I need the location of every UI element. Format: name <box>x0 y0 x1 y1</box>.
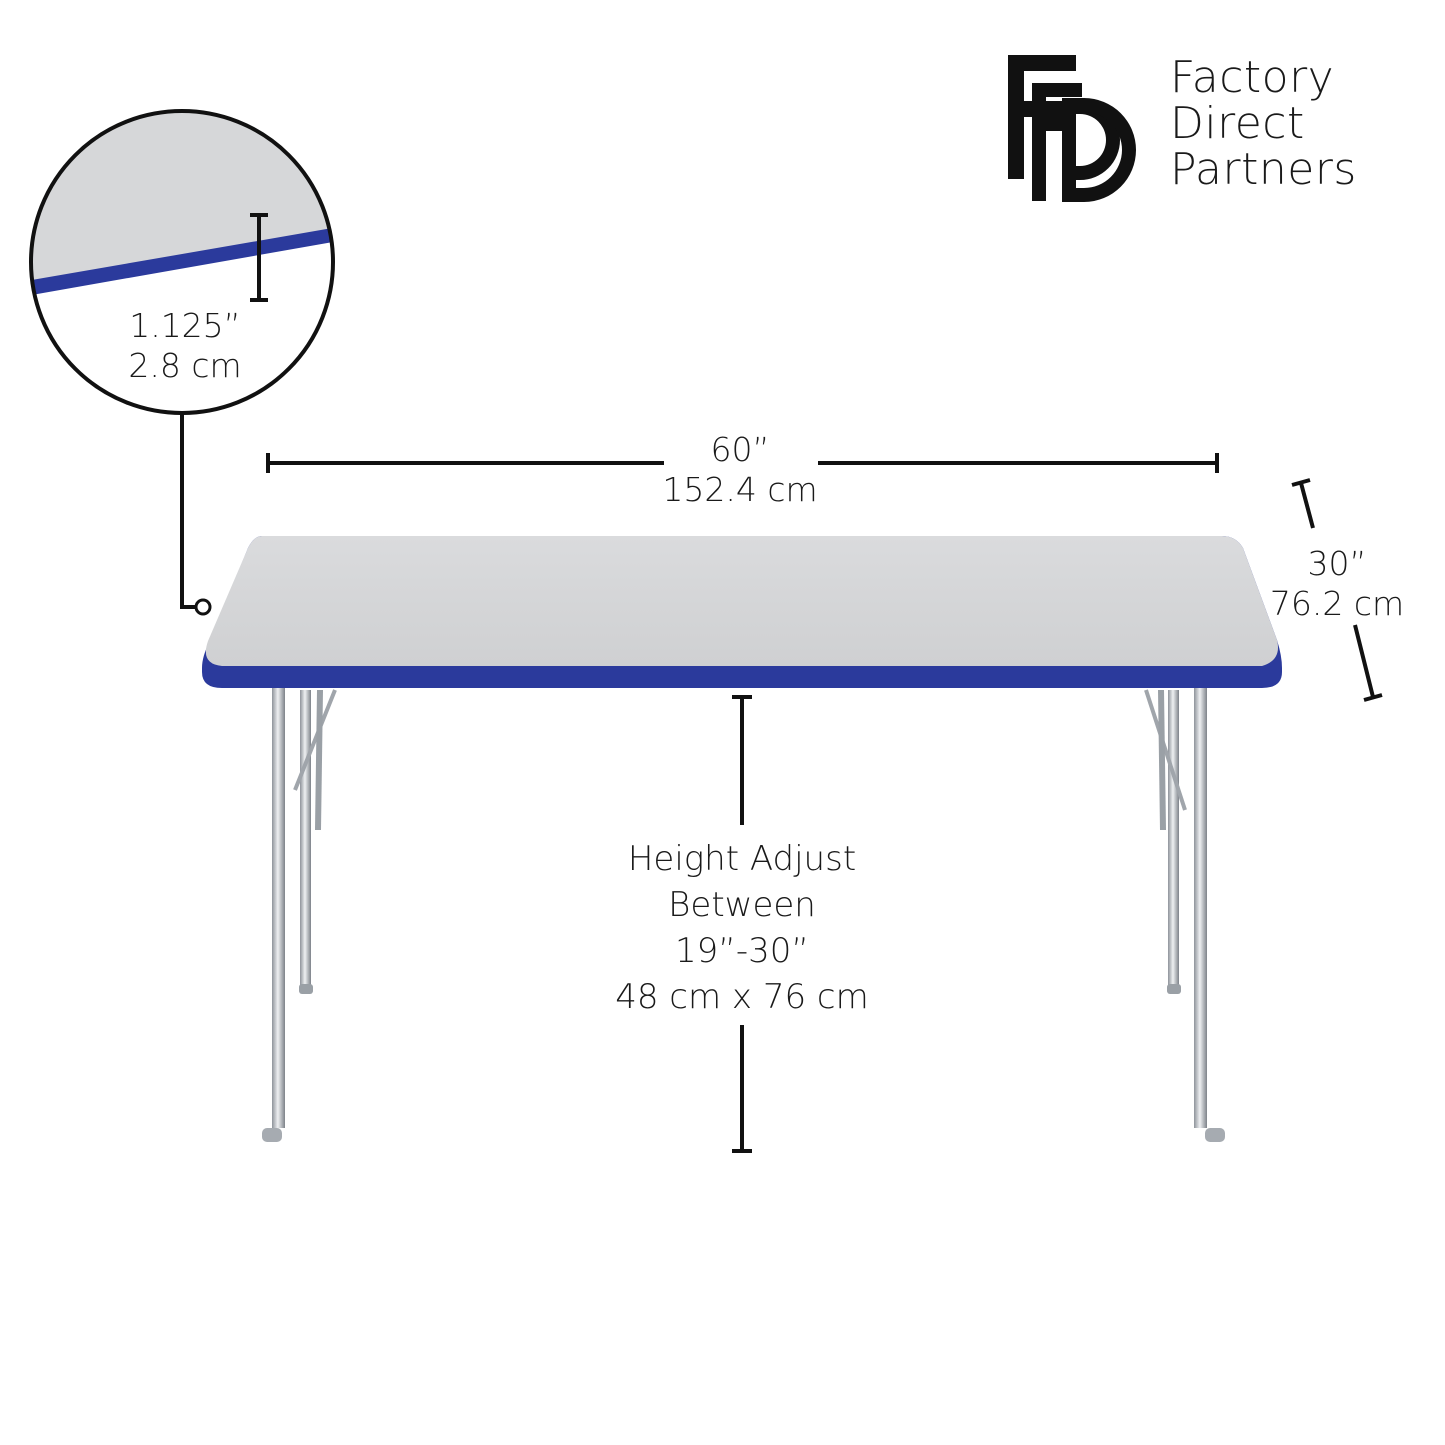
brand-name: Factory Direct Partners <box>1170 55 1357 193</box>
width-label: 60” 152.4 cm <box>640 430 840 509</box>
width-inches: 60” <box>710 430 770 469</box>
brand-line-3: Partners <box>1170 144 1357 195</box>
height-label: Height Adjust Between 19”-30” 48 cm x 76… <box>580 836 904 1020</box>
height-line-2: Between <box>668 885 816 925</box>
table-top <box>202 536 1282 688</box>
height-line-1: Height Adjust <box>627 839 857 879</box>
depth-dimension-line <box>1291 478 1383 702</box>
thickness-inches: 1.125” <box>129 306 241 345</box>
brand-logo <box>1008 55 1136 202</box>
depth-label: 30” 76.2 cm <box>1262 544 1412 623</box>
width-cm: 152.4 cm <box>662 469 818 509</box>
width-dimension-line <box>266 453 1219 473</box>
height-dimension-line <box>732 695 752 1153</box>
brand-line-2: Direct <box>1170 98 1305 149</box>
callout-line <box>180 413 196 609</box>
thickness-label: 1.125” 2.8 cm <box>105 306 265 385</box>
height-line-3: 19”-30” <box>674 931 810 971</box>
height-line-4: 48 cm x 76 cm <box>615 977 869 1017</box>
depth-cm: 76.2 cm <box>1269 583 1405 623</box>
edge-detail-circle <box>29 109 335 616</box>
brand-line-1: Factory <box>1170 52 1335 103</box>
table-legs-front <box>262 688 1225 1142</box>
thickness-cm: 2.8 cm <box>128 345 242 385</box>
table-legs-back <box>293 689 1187 994</box>
depth-inches: 30” <box>1307 544 1367 583</box>
